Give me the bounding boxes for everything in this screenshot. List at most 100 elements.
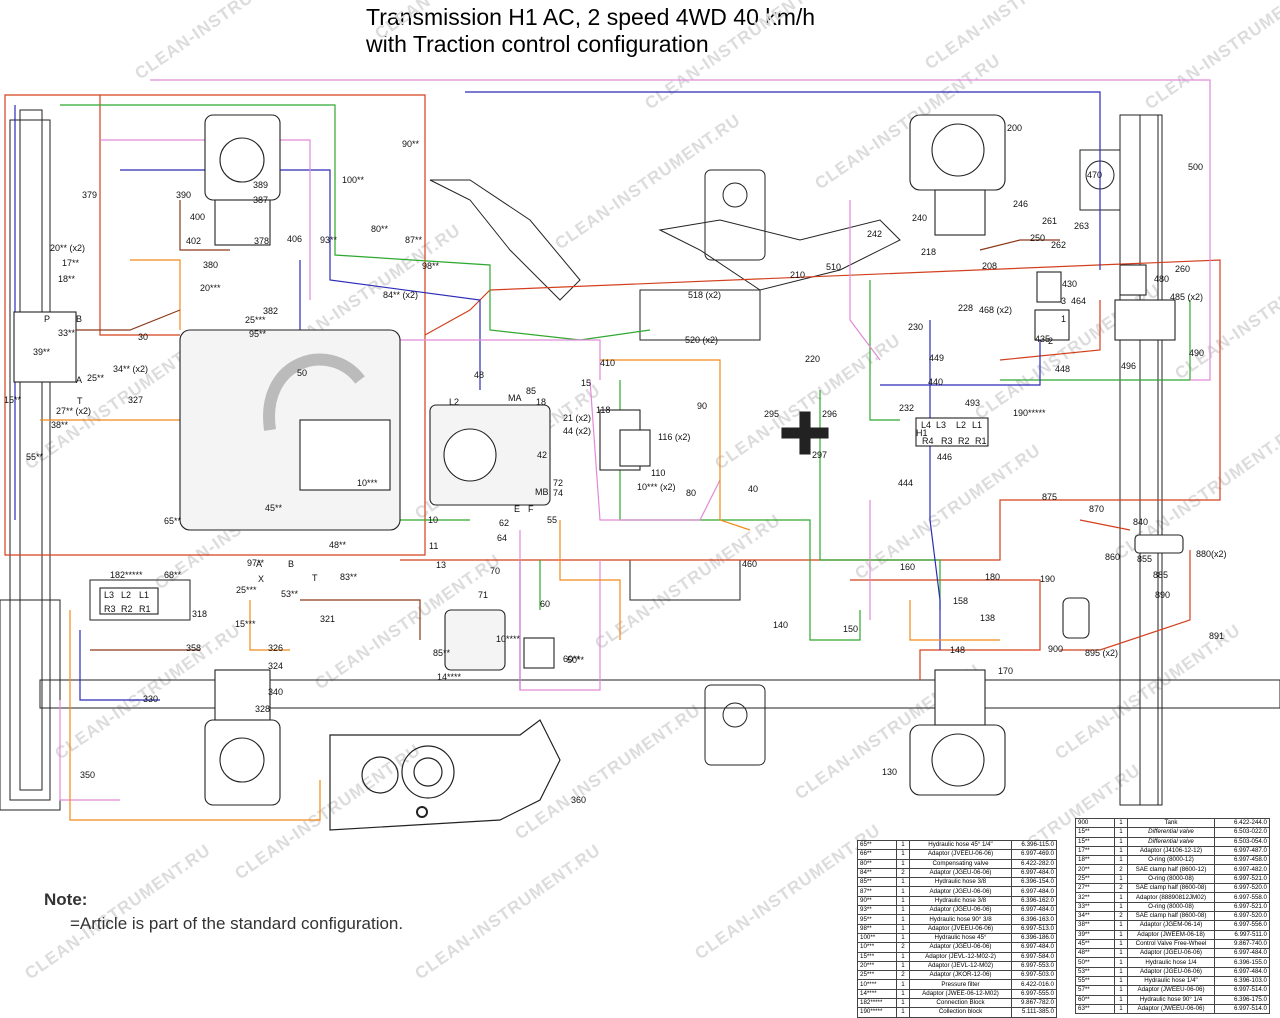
callout-42: 42 — [537, 450, 547, 460]
callout-860: 860 — [1105, 552, 1120, 562]
port-label-collection-block: L3 — [936, 420, 946, 430]
part-qty: 2 — [1114, 864, 1128, 875]
wheel-motor-bottom-left-flange — [214, 669, 271, 721]
part-ref: 93** — [857, 905, 897, 916]
part-number: 6.422-282.0 — [1011, 858, 1057, 869]
port-label-pump: B — [288, 559, 294, 569]
callout-520: 520 (x2) — [685, 335, 718, 345]
callout-34s: 34** (x2) — [113, 364, 148, 374]
part-ref: 15** — [1075, 827, 1115, 838]
port-label-pump: L2 — [449, 397, 459, 407]
part-number: 9.867-740.0 — [1214, 938, 1270, 950]
part-ref: 85** — [857, 877, 897, 888]
part-description: Adaptor (JGEU-06-06) — [909, 867, 1012, 879]
part-ref: 84** — [857, 867, 897, 879]
port-label-pump: E — [514, 504, 520, 514]
callout-138: 138 — [980, 613, 995, 623]
diagram-title: Transmission H1 AC, 2 speed 4WD 40 km/h … — [366, 4, 815, 58]
callout-15: 15 — [581, 378, 591, 388]
callout-15s: 15** — [4, 395, 22, 405]
title-line-2: with Traction control configuration — [366, 31, 709, 57]
callout-33s: 33** — [58, 328, 76, 338]
hydraulic-hose-line — [849, 200, 881, 620]
part-number: 6.997-484.0 — [1214, 966, 1270, 978]
part-ref: 50** — [1075, 957, 1115, 968]
collection-block — [915, 417, 989, 447]
callout-208: 208 — [982, 261, 997, 271]
callout-21: 21 (x2) — [563, 413, 591, 423]
callout-15t: 15*** — [235, 619, 256, 629]
callout-296: 296 — [822, 409, 837, 419]
callout-71: 71 — [478, 590, 488, 600]
part-description: Differential valve — [1127, 827, 1215, 838]
hydraulic-hose-line — [100, 139, 601, 380]
callout-48: 48 — [474, 370, 484, 380]
callout-318: 318 — [192, 609, 207, 619]
callout-440: 440 — [928, 377, 943, 387]
part-ref: 18** — [1075, 855, 1115, 866]
front-axle-mount — [704, 169, 766, 261]
callout-444: 444 — [898, 478, 913, 488]
port-label-collection-block: R3 — [941, 436, 953, 446]
callout-18: 18 — [536, 397, 546, 407]
part-ref: 60** — [1075, 994, 1115, 1005]
part-ref: 25*** — [857, 970, 897, 981]
part-qty: 1 — [896, 877, 910, 888]
callout-13: 13 — [436, 560, 446, 570]
pump-shaft — [443, 428, 497, 482]
front-arm-right — [658, 219, 901, 291]
callout-402: 402 — [186, 236, 201, 246]
callout-250: 250 — [1030, 233, 1045, 243]
part-description: Connection Block — [909, 998, 1012, 1009]
part-qty: 1 — [1114, 929, 1128, 940]
part-number: 6.997-484.0 — [1011, 905, 1057, 916]
part-number: 6.997-514.0 — [1214, 985, 1270, 996]
part-description: Hydraulic hose 90° 3/8 — [909, 914, 1012, 925]
callout-180: 180 — [985, 572, 1000, 582]
part-ref: 15*** — [857, 951, 897, 962]
part-ref: 25** — [1075, 873, 1115, 885]
callout-490: 490 — [1189, 348, 1204, 358]
main-cross-beam — [39, 679, 1280, 709]
part-ref: 57** — [1075, 985, 1115, 996]
callout-228: 228 — [958, 303, 973, 313]
callout-25u: 25*** — [245, 315, 266, 325]
left-lower-frame — [0, 599, 61, 811]
hydraulic-hose-line — [40, 259, 181, 421]
port-label-connection-block: R1 — [139, 604, 151, 614]
part-qty: 1 — [896, 886, 910, 897]
part-description: Tank — [1127, 817, 1215, 829]
mount-hole-top — [722, 182, 748, 208]
callout-84s: 84** (x2) — [383, 290, 418, 300]
part-description: Hydraulic hose 1/4" — [1127, 976, 1215, 987]
callout-380: 380 — [203, 260, 218, 270]
callout-20t: 20*** — [200, 283, 221, 293]
part-qty: 1 — [1114, 976, 1128, 987]
part-number: 6.997-484.0 — [1011, 867, 1057, 879]
watermark-text: CLEAN-INSTRUMENT.RU — [641, 0, 834, 113]
note-title: Note: — [44, 890, 88, 909]
pressure-filter — [523, 637, 555, 669]
callout-62: 62 — [499, 518, 509, 528]
callout-70: 70 — [490, 566, 500, 576]
part-number: 6.997-558.0 — [1214, 892, 1270, 903]
engine-exhaust-pipe — [263, 353, 365, 431]
solenoid-480 — [1119, 264, 1147, 296]
callout-95s: 95** — [249, 329, 267, 339]
part-qty: 2 — [896, 970, 910, 981]
part-number: 6.503-022.0 — [1214, 827, 1270, 838]
part-qty: 1 — [1114, 966, 1128, 978]
callout-382: 382 — [263, 306, 278, 316]
callout-14q: 14**** — [437, 672, 462, 682]
